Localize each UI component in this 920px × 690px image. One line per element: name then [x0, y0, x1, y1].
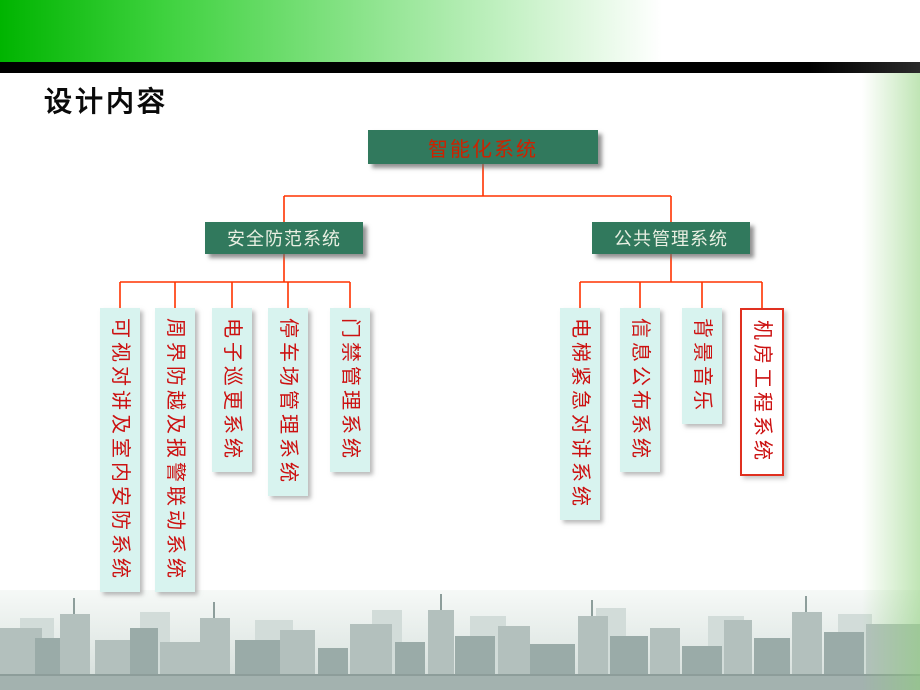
leaf-perimeter-alarm-linkage: 周界防越及报警联动系统 [155, 308, 195, 592]
page-title: 设计内容 [44, 87, 169, 118]
leaf-visual-intercom-indoor-security: 可视对讲及室内安防系统 [100, 308, 140, 592]
leaf-electronic-patrol: 电子巡更系统 [212, 308, 252, 472]
banner-black-strip [0, 62, 920, 73]
right-green-glow [862, 73, 920, 690]
leaf-parking-management: 停车场管理系统 [268, 308, 308, 496]
leaf-elevator-emergency-intercom: 电梯紧急对讲系统 [560, 308, 600, 520]
city-skyline-image [0, 590, 920, 690]
root-node-intelligent-system: 智能化系统 [368, 130, 598, 164]
branch-node-public-management-system: 公共管理系统 [592, 222, 750, 254]
top-banner-gradient [0, 0, 920, 62]
leaf-background-music: 背景音乐 [682, 308, 722, 424]
leaf-machine-room-engineering: 机房工程系统 [740, 308, 784, 476]
leaf-access-control-management: 门禁管理系统 [330, 308, 370, 472]
leaf-information-publishing: 信息公布系统 [620, 308, 660, 472]
branch-node-security-system: 安全防范系统 [205, 222, 363, 254]
